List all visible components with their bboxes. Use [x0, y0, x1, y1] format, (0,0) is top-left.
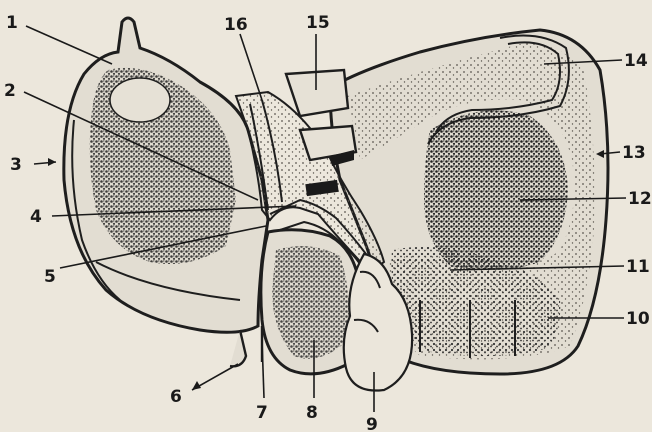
label-1: 1	[6, 13, 18, 33]
label-6: 6	[170, 387, 182, 407]
label-14: 14	[624, 51, 648, 71]
label-7: 7	[256, 403, 268, 423]
left-lobe	[64, 18, 268, 332]
label-10: 10	[626, 309, 650, 329]
label-11: 11	[626, 257, 650, 277]
label-2: 2	[4, 81, 16, 101]
label-16: 16	[224, 15, 248, 35]
label-8: 8	[306, 403, 318, 423]
label-4: 4	[30, 207, 42, 227]
label-3: 3	[10, 155, 22, 175]
label-13: 13	[622, 143, 646, 163]
label-12: 12	[628, 189, 652, 209]
stalk	[230, 330, 246, 366]
label-5: 5	[44, 267, 56, 287]
label-15: 15	[306, 13, 330, 33]
label-9: 9	[366, 415, 378, 432]
